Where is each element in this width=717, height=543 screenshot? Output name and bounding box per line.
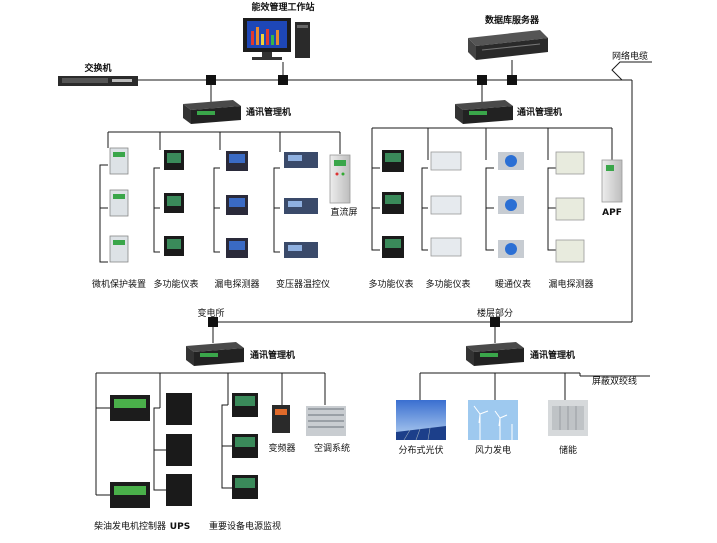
ups-units (166, 393, 192, 506)
distributed-pv-image (396, 400, 446, 441)
database-server-device (468, 30, 548, 60)
network-cable-label: 网络电缆 (612, 52, 649, 62)
device-label: 柴油发电机控制器 (93, 522, 167, 532)
device-label: 风力发电 (474, 446, 512, 456)
wind-power-image (468, 400, 518, 440)
comm-manager-bottom-left (186, 342, 244, 366)
device-label: APF (602, 208, 622, 218)
device-label: 漏电探测器 (548, 280, 594, 290)
device-label: 分布式光伏 (398, 446, 444, 456)
dc-panel-device (329, 154, 351, 204)
device-label: 重要设备电源监视 (208, 522, 282, 532)
switch-device (58, 76, 138, 86)
device-label: 储能 (558, 446, 578, 456)
frequency-inverter (272, 405, 290, 433)
hvac-meters (498, 152, 524, 258)
device-label: 空调系统 (313, 444, 351, 454)
device-label: 暖通仪表 (494, 280, 532, 290)
energy-storage-image (548, 400, 588, 436)
floor-part-label: 楼层部分 (476, 309, 514, 319)
workstation-label: 能效管理工作站 (251, 3, 315, 13)
device-label: UPS (169, 522, 191, 532)
db-server-label: 数据库服务器 (484, 16, 540, 26)
switch-label: 交换机 (84, 64, 112, 74)
multifunction-meters-left (164, 150, 184, 256)
air-conditioning-system (306, 406, 346, 436)
comm-manager-label-top-right: 通讯管理机 (517, 108, 563, 118)
device-label: 多功能仪表 (425, 280, 471, 290)
comm-manager-label-top-left: 通讯管理机 (246, 108, 292, 118)
device-label: 多功能仪表 (368, 280, 414, 290)
device-label: 变压器温控仪 (275, 280, 331, 290)
device-label: 微机保护装置 (91, 280, 147, 290)
workstation-device (243, 18, 310, 60)
device-label: 变频器 (268, 444, 296, 454)
apf-cabinet (601, 159, 623, 203)
multifunction-meters-right-b (430, 151, 462, 257)
device-label: 直流屏 (330, 208, 358, 218)
device-label: 漏电探测器 (214, 280, 260, 290)
substation-label: 变电所 (197, 309, 225, 319)
transformer-temp-controllers (284, 152, 318, 258)
leakage-detectors-left (226, 151, 248, 258)
comm-manager-top-left (183, 100, 241, 124)
comm-manager-bottom-right (466, 342, 524, 366)
leakage-detectors-right (555, 151, 585, 263)
shielded-twisted-pair-label: 屏蔽双绞线 (592, 377, 638, 387)
diesel-generator-controllers (110, 395, 150, 508)
comm-manager-top-right (455, 100, 513, 124)
comm-manager-label-bottom-right: 通讯管理机 (530, 351, 576, 361)
comm-manager-label-bottom-left: 通讯管理机 (250, 351, 296, 361)
critical-equipment-power-monitors (232, 393, 258, 499)
device-label: 多功能仪表 (153, 280, 199, 290)
multifunction-meters-right-a (382, 150, 404, 258)
